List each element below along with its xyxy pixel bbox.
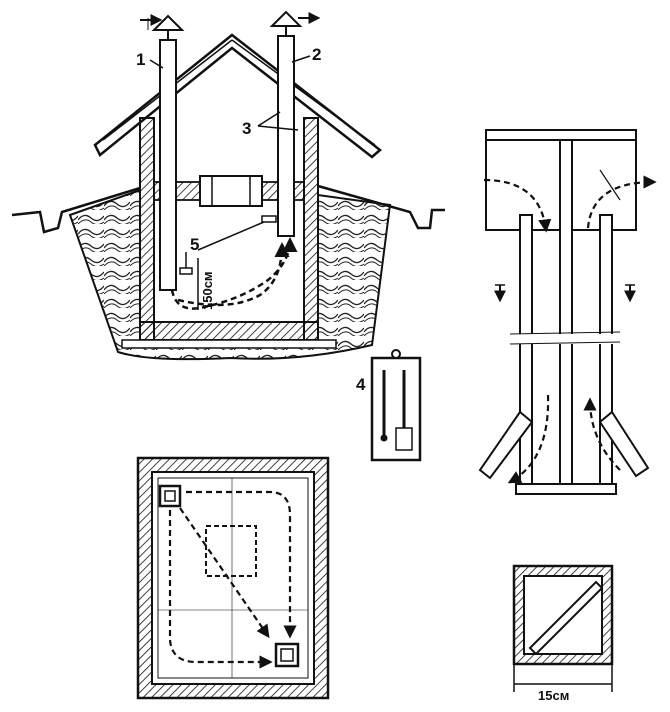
psychrometer: 4	[356, 349, 422, 462]
wall-right	[303, 117, 319, 341]
supply-pipe	[159, 39, 177, 291]
label-3: 3	[242, 119, 251, 138]
exhaust-pipe-cap	[269, 10, 303, 27]
label-5: 5	[190, 235, 199, 254]
label-4: 4	[356, 375, 366, 394]
supply-pipe-cap	[151, 14, 185, 31]
wall-left	[139, 117, 155, 341]
ground-surface-right	[317, 184, 445, 230]
cellar-plan	[136, 456, 330, 700]
soil-ground	[68, 188, 392, 361]
floor-slab	[139, 321, 319, 341]
label-1: 1	[136, 50, 145, 69]
height-150-label: 150см	[200, 271, 215, 310]
plan-hatch	[205, 525, 257, 577]
ground-surface-left	[11, 186, 141, 234]
pipe-section	[478, 129, 657, 495]
label-2: 2	[312, 45, 321, 64]
cellar-airflow-2	[177, 242, 290, 307]
damper-supply	[179, 267, 193, 275]
width-15-label: 15см	[538, 688, 569, 703]
roof	[93, 33, 382, 159]
cellar-section: 150см 1 2 3 5	[11, 10, 445, 361]
pipe-cross-section: 15см	[512, 564, 614, 703]
damper-exhaust	[261, 215, 277, 223]
exhaust-pipe	[277, 35, 295, 237]
hatch-door	[199, 175, 263, 207]
